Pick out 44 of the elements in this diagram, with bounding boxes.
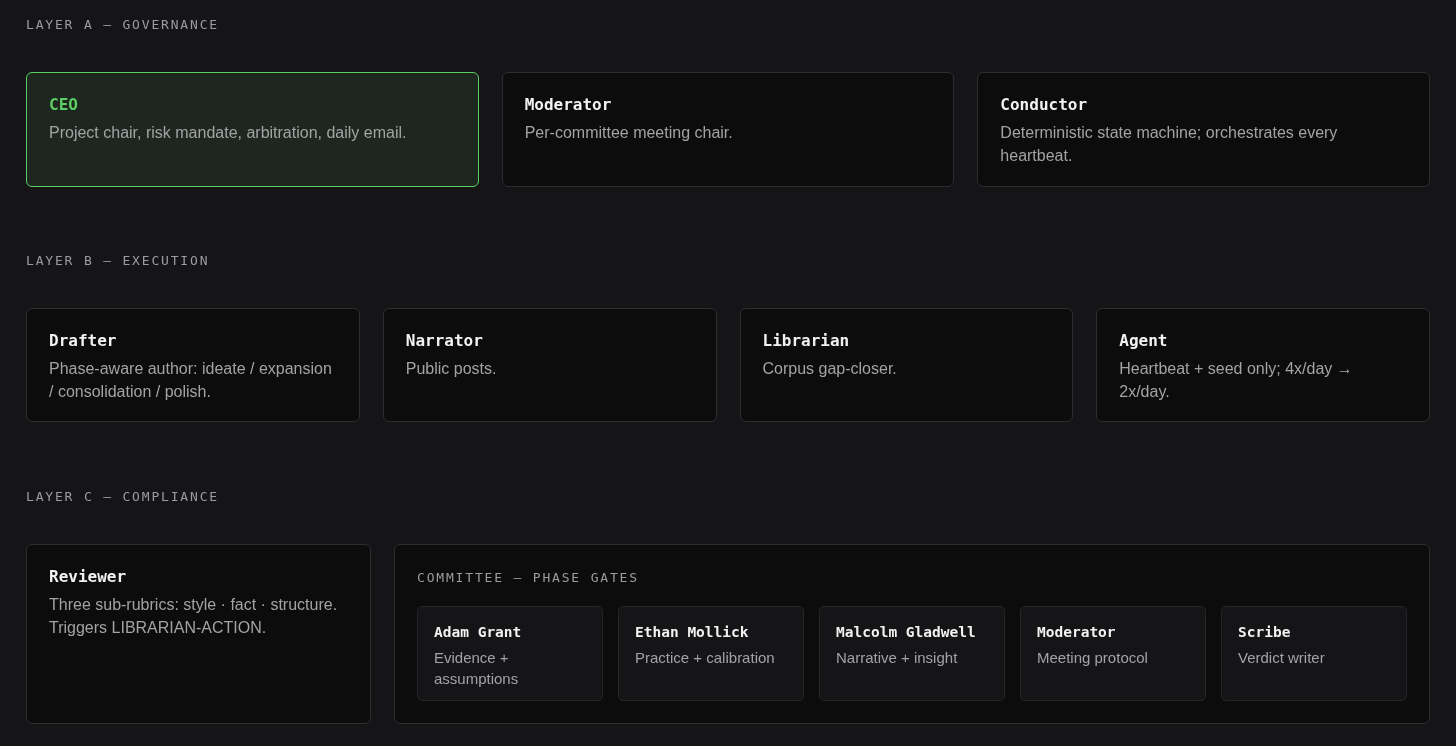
card-title: Moderator [524,94,613,116]
role-card [1020,606,1206,701]
card-title: Moderator [1037,623,1117,642]
role-card [1096,308,1430,422]
card-description: Practice + calibration [635,648,776,668]
card-description: Meeting protocol [1037,648,1149,668]
card-title: Librarian [762,330,851,352]
card-title: Malcolm Gladwell [836,623,977,642]
card-title: Narrator [405,330,484,352]
section-heading: LAYER B — EXECUTION [26,253,210,269]
role-card [26,308,360,422]
card-description: Phase-aware author: ideate / expansion / consolidation / polish. [49,359,333,402]
role-card [26,544,371,724]
card-title: Ethan Mollick [635,623,750,642]
card-description: Verdict writer [1238,648,1326,668]
card-title: Reviewer [49,566,128,588]
card-title: CEO [49,94,79,116]
card-description: Corpus gap-closer. [762,359,898,379]
role-card [739,308,1074,422]
group-panel [394,544,1430,724]
section-heading: LAYER C — COMPLIANCE [26,489,219,505]
card-description: Narrative + insight [836,648,959,668]
role-card [382,308,717,422]
card-description: Per-committee meeting chair. [524,123,734,143]
role-card [618,606,804,701]
card-description: Project chair, risk mandate, arbitration, daily email. [49,123,408,143]
card-description: Deterministic state machine; orchestrates every heartbeat. [1000,123,1339,166]
section-heading: LAYER A — GOVERNANCE [26,17,219,33]
role-card [417,606,603,701]
card-description: Evidence + assumptions [434,648,520,689]
card-title: Agent [1119,330,1169,352]
card-description: Public posts. [405,359,498,379]
card-title: Scribe [1238,623,1292,642]
group-heading: COMMITTEE — PHASE GATES [417,570,640,586]
role-card [977,72,1430,187]
role-card [1221,606,1407,701]
card-title: Drafter [49,330,118,352]
card-description: Heartbeat + seed only; 4x/day → 2x/day. [1119,359,1354,402]
role-card [819,606,1005,701]
card-description: Three sub-rubrics: style · fact · structure. Triggers LIBRARIAN-ACTION. [49,595,339,638]
role-card [501,72,955,187]
card-title: Conductor [1000,94,1089,116]
role-card [26,72,479,187]
card-title: Adam Grant [434,623,523,642]
